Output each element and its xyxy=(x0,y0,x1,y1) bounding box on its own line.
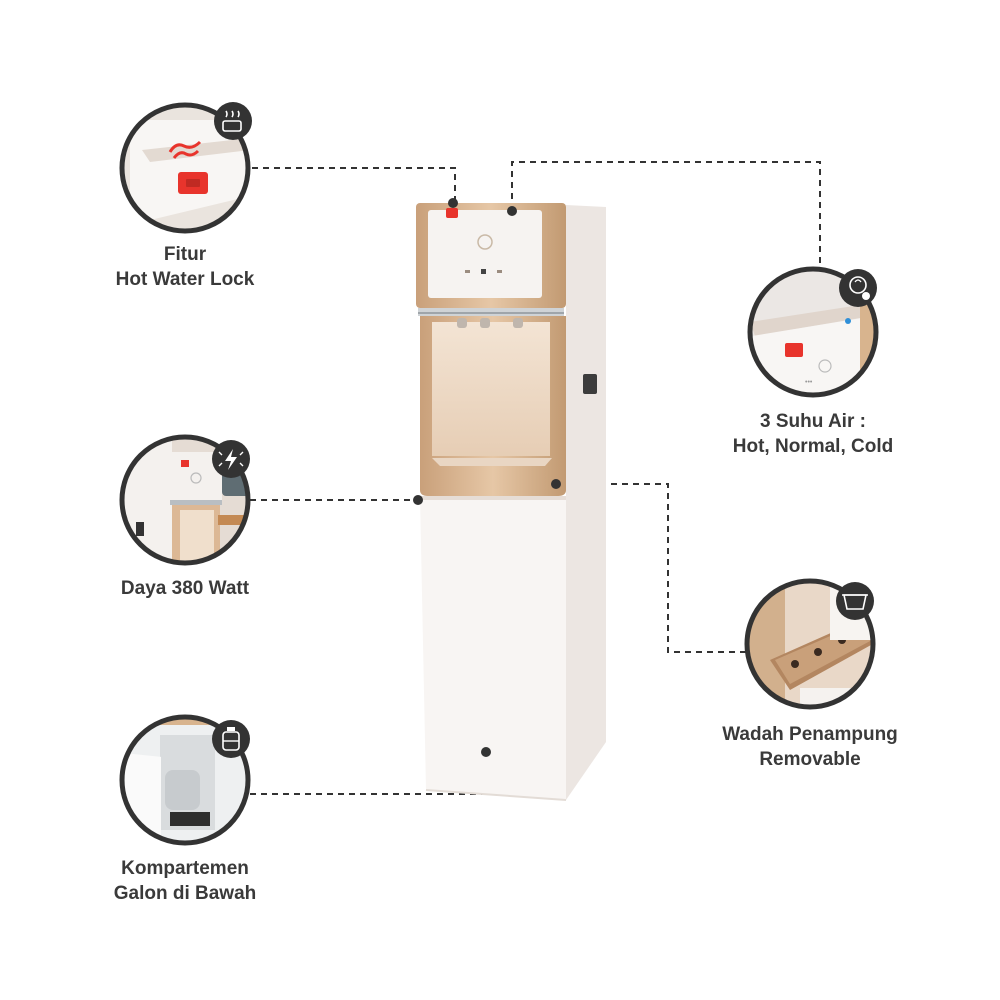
hot-water-icon xyxy=(214,102,252,140)
gallon-line1: Kompartemen xyxy=(121,858,249,879)
connector-dots xyxy=(413,198,561,757)
power-line1: Daya 380 Watt xyxy=(120,578,250,599)
side-handle xyxy=(583,374,597,394)
zoom-drip-tray xyxy=(744,578,876,710)
zoom-gallon-compartment xyxy=(119,714,251,846)
svg-text:•••: ••• xyxy=(805,379,813,386)
drip-tray-line2: Removable xyxy=(759,749,861,770)
drip-tray-line1: Wadah Penampung xyxy=(722,724,898,745)
hot-water-lock-line1: Fitur xyxy=(163,244,207,265)
dispenser-logo xyxy=(477,234,493,250)
connector-hot-lock xyxy=(252,167,456,212)
power-label: Daya 380 Watt xyxy=(95,576,275,601)
gallon-compartment-label: Kompartemen Galon di Bawah xyxy=(95,856,275,906)
hot-water-lock-line2: Hot Water Lock xyxy=(115,269,255,290)
zoom-temperatures: ••• xyxy=(747,266,879,398)
zoom-hot-water-lock xyxy=(119,102,252,234)
hot-water-lock-button xyxy=(446,208,458,218)
water-dispenser xyxy=(416,203,606,801)
gallon-bottle-icon xyxy=(212,720,250,758)
temps-line1: 3 Suhu Air : xyxy=(760,411,866,432)
gallon-line2: Galon di Bawah xyxy=(113,883,257,904)
hot-water-lock-label: Fitur Hot Water Lock xyxy=(95,242,275,292)
lightning-icon xyxy=(212,440,250,478)
temps-line2: Hot, Normal, Cold xyxy=(732,436,894,457)
connector-temps xyxy=(511,161,821,270)
tray-icon xyxy=(836,582,874,620)
drip-tray-label: Wadah Penampung Removable xyxy=(700,722,920,772)
connector-drip-tray xyxy=(556,483,748,653)
temperatures-label: 3 Suhu Air : Hot, Normal, Cold xyxy=(708,409,918,459)
zoom-power xyxy=(119,434,251,566)
temperature-icon xyxy=(839,269,877,307)
